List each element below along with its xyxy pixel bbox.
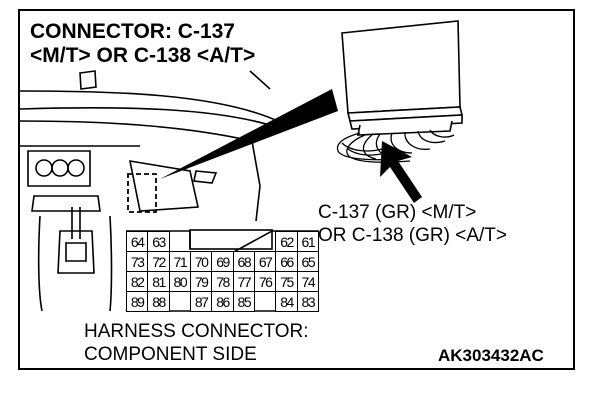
connector-title: CONNECTOR: C-137 bbox=[30, 20, 235, 43]
connector-pin-65: 65 bbox=[296, 251, 319, 272]
connector-variant-title: <M/T> OR C-138 <A/T> bbox=[30, 44, 256, 67]
connector-pin-71: 71 bbox=[168, 251, 191, 272]
connector-pin-88: 88 bbox=[147, 291, 170, 312]
connector-pin-85: 85 bbox=[232, 291, 255, 312]
connector-pin-67: 67 bbox=[254, 251, 277, 272]
connector-pin-78: 78 bbox=[211, 271, 234, 292]
connector-pin-61: 61 bbox=[296, 231, 319, 252]
control-module bbox=[341, 20, 464, 136]
connector-pin-68: 68 bbox=[232, 251, 255, 272]
connector-pin-82: 82 bbox=[126, 271, 149, 292]
connector-pin-83: 83 bbox=[296, 291, 319, 312]
connector-pin-76: 76 bbox=[254, 271, 277, 292]
connector-pin-70: 70 bbox=[190, 251, 213, 272]
connector-pin-87: 87 bbox=[190, 291, 213, 312]
connector-pin-84: 84 bbox=[275, 291, 298, 312]
illustration bbox=[20, 20, 464, 312]
connector-pin-80: 80 bbox=[168, 271, 191, 292]
harness-connector-caption: HARNESS CONNECTOR: bbox=[84, 321, 309, 342]
connector-pin-74: 74 bbox=[296, 271, 319, 292]
connector-pin-79: 79 bbox=[190, 271, 213, 292]
connector-pin-77: 77 bbox=[232, 271, 255, 292]
zoom-wedge bbox=[160, 89, 338, 179]
connector-pin-69: 69 bbox=[211, 251, 234, 272]
connector-pin-89: 89 bbox=[126, 291, 149, 312]
connector-pin-62: 62 bbox=[275, 231, 298, 252]
diagram-frame: CONNECTOR: C-137 <M/T> OR C-138 <A/T> C-… bbox=[18, 9, 575, 370]
component-side-caption: COMPONENT SIDE bbox=[84, 344, 257, 365]
callout-label-mt: C-137 (GR) <M/T> bbox=[318, 202, 477, 223]
dashboard-drawing bbox=[20, 70, 283, 312]
connector-pin-86: 86 bbox=[211, 291, 234, 312]
connector-pin-64: 64 bbox=[126, 231, 149, 252]
connector-pin-72: 72 bbox=[147, 251, 170, 272]
connector-pin-81: 81 bbox=[147, 271, 170, 292]
callout-label-at: OR C-138 (GR) <A/T> bbox=[318, 225, 507, 246]
connector-pin-75: 75 bbox=[275, 271, 298, 292]
pointer-arrow bbox=[380, 141, 422, 203]
connector-location-box bbox=[127, 173, 157, 213]
wiring-harness bbox=[336, 129, 455, 163]
connector-pin-63: 63 bbox=[147, 231, 170, 252]
connector-pin-73: 73 bbox=[126, 251, 149, 272]
figure-code: AK303432AC bbox=[438, 346, 544, 365]
connector-pin-66: 66 bbox=[275, 251, 298, 272]
